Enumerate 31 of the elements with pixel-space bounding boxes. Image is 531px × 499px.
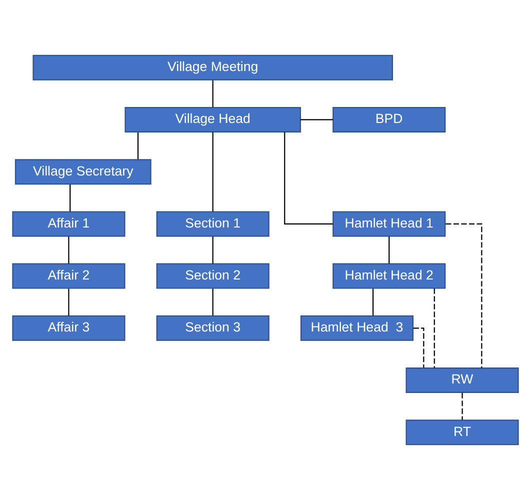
node-box: Affair 3 <box>12 314 126 340</box>
connector <box>413 327 424 368</box>
node-box: Affair 1 <box>12 210 126 236</box>
connector <box>212 236 214 264</box>
node-box: Section 3 <box>156 314 270 340</box>
connector <box>70 184 71 211</box>
connector <box>434 288 435 368</box>
connector <box>462 392 463 420</box>
node-box: Village Meeting <box>32 54 393 80</box>
connector <box>68 288 70 316</box>
connector <box>68 236 70 264</box>
node-box: Section 2 <box>156 262 270 288</box>
node-box: RW <box>406 367 519 393</box>
connector <box>300 118 333 120</box>
connector <box>372 288 374 316</box>
connector <box>212 80 214 107</box>
connector <box>212 288 214 316</box>
connector <box>212 132 214 212</box>
node-box: Village Secretary <box>14 158 152 184</box>
node-box: Section 1 <box>156 210 270 236</box>
node-box: Hamlet Head 1 <box>332 210 446 236</box>
node-box: Hamlet Head 3 <box>300 314 414 340</box>
connector <box>137 132 139 159</box>
node-box: Hamlet Head 2 <box>332 262 446 288</box>
connector <box>284 132 333 224</box>
node-box: RT <box>406 419 519 445</box>
connector <box>446 222 482 368</box>
node-box: Affair 2 <box>12 262 126 288</box>
node-box: Village Head <box>124 106 301 132</box>
connector <box>388 236 390 264</box>
node-box: BPD <box>332 106 446 132</box>
